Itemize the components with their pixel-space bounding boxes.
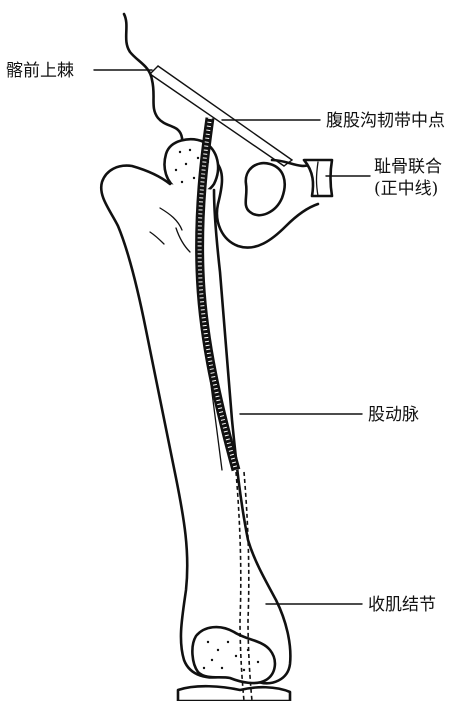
label-midline: (正中线) xyxy=(374,179,438,199)
label-pubic-symphysis: 耻骨联合 xyxy=(374,157,442,177)
label-asis: 髂前上棘 xyxy=(6,61,74,81)
label-femoral-artery: 股动脉 xyxy=(368,405,419,425)
label-inguinal-midpoint: 腹股沟韧带中点 xyxy=(326,111,445,131)
label-adductor-tubercle: 收肌结节 xyxy=(368,595,436,615)
